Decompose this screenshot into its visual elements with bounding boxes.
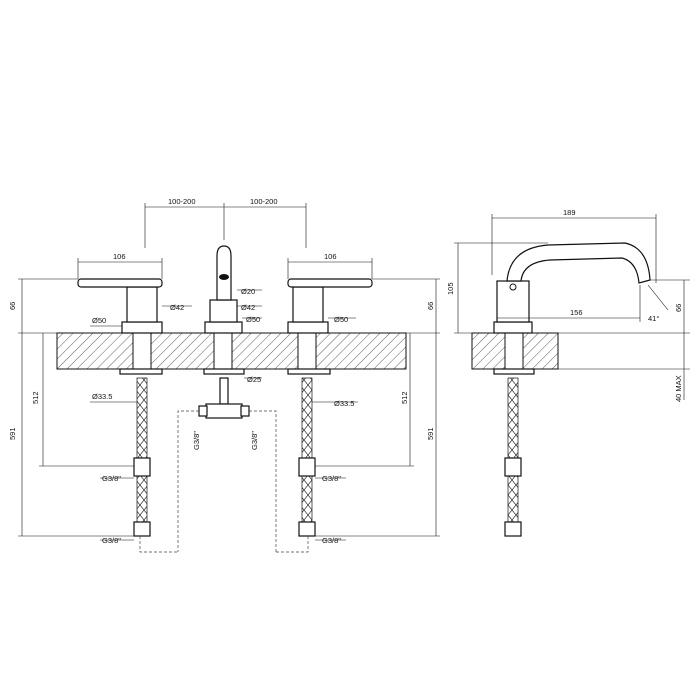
hose-length-left-inner-label: 512	[31, 391, 40, 404]
front-view: 100-200 100-200 106 106 Ø20 Ø42 Ø42 Ø50 …	[8, 197, 440, 553]
right-flange-diameter-label: Ø50	[334, 315, 348, 324]
thread-tee-right-label: G3/8"	[250, 431, 259, 450]
spout-diameter-label: Ø20	[241, 287, 255, 296]
center-shank-diameter-label: Ø25	[247, 375, 261, 384]
hose-length-left-outer-label: 591	[8, 427, 17, 440]
right-shank-diameter-label: Ø33.5	[334, 399, 354, 408]
spout-offset-label: 156	[570, 308, 583, 317]
handle-left-width-label: 106	[113, 252, 126, 261]
left-base-diameter-label: Ø42	[170, 303, 184, 312]
left-shank-diameter-label: Ø33.5	[92, 392, 112, 401]
spout-angle-label: 41°	[648, 314, 659, 323]
left-flange-diameter-label: Ø50	[92, 316, 106, 325]
side-view: 189 105 66 156 41° 40 MAX	[446, 208, 690, 537]
max-thickness-label: 40 MAX	[674, 375, 683, 402]
right-mount-hole	[297, 332, 317, 370]
height-right-label: 66	[426, 302, 435, 310]
thread-left-bottom-label: G3/8"	[102, 536, 121, 545]
height-left-label: 66	[8, 302, 17, 310]
spout-reach-label: 189	[563, 208, 576, 217]
thread-tee-left-label: G3/8"	[192, 431, 201, 450]
hose-length-right-inner-label: 512	[400, 391, 409, 404]
left-hose	[133, 377, 151, 537]
thread-right-bottom-label: G3/8"	[322, 536, 341, 545]
left-mount-hole	[132, 332, 152, 370]
front-dimensions	[18, 203, 440, 541]
left-handle-body	[77, 278, 163, 375]
spout-base-diameter-label: Ø42	[241, 303, 255, 312]
center-flange-diameter-label: Ø50	[246, 315, 260, 324]
side-hose	[504, 377, 522, 537]
center-mount-hole	[213, 332, 233, 370]
side-dimensions	[454, 214, 690, 400]
thread-right-mid-label: G3/8"	[322, 474, 341, 483]
right-handle-body	[287, 278, 373, 375]
spacing-right-label: 100-200	[250, 197, 278, 206]
center-tee-connector	[139, 377, 309, 553]
hose-length-right-outer-label: 591	[426, 427, 435, 440]
side-mount-hole	[504, 332, 524, 370]
total-height-label: 105	[446, 282, 455, 295]
side-height-right-label: 66	[674, 304, 683, 312]
spacing-left-label: 100-200	[168, 197, 196, 206]
handle-right-width-label: 106	[324, 252, 337, 261]
thread-left-mid-label: G3/8"	[102, 474, 121, 483]
side-faucet-body	[493, 242, 651, 375]
right-hose	[298, 377, 316, 537]
spout-body	[203, 245, 245, 375]
